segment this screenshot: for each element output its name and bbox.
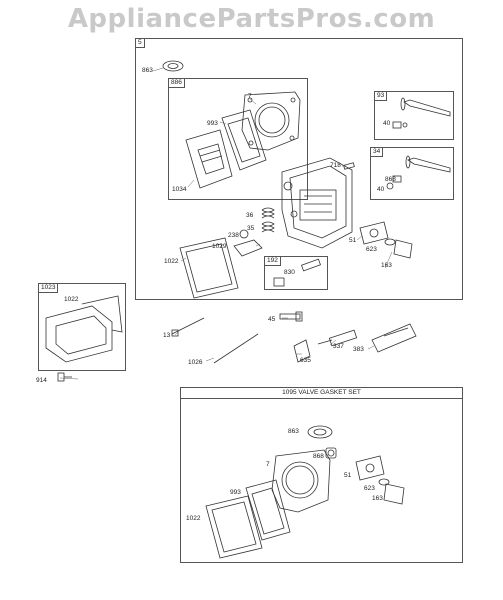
- set-label-1022: 1022: [186, 515, 201, 522]
- gasket-set-title: 1095 VALVE GASKET SET: [180, 388, 463, 399]
- label-718: 718: [330, 162, 341, 169]
- label-914: 914: [36, 377, 47, 384]
- label-830: 830: [284, 269, 295, 276]
- label-1022: 1022: [164, 258, 179, 265]
- cover-box: [38, 283, 126, 371]
- part-914-screw: [57, 372, 72, 382]
- watermark: AppliancePartsPros.com: [67, 4, 436, 34]
- label-623: 623: [366, 246, 377, 253]
- part-13-bolt: [171, 317, 205, 337]
- breather-box: [264, 256, 328, 290]
- label-635: 635: [300, 357, 311, 364]
- label-1029: 1029: [212, 243, 227, 250]
- set-51-gasket: [355, 455, 385, 481]
- part-337-spark-plug: [317, 329, 358, 347]
- set-label-51: 51: [344, 472, 352, 479]
- valve-93-tag: 93: [374, 91, 388, 101]
- gasket-set-box: [180, 387, 463, 563]
- valve-34-box: [370, 147, 454, 200]
- label-1026: 1026: [188, 359, 203, 366]
- label-7: 7: [248, 93, 252, 100]
- set-label-863: 863: [288, 428, 299, 435]
- set-label-623: 623: [364, 485, 375, 492]
- label-993: 993: [207, 120, 218, 127]
- head-gasket-tag: 886: [168, 78, 185, 88]
- label-163: 163: [381, 262, 392, 269]
- part-830-breather: [273, 258, 321, 287]
- head-gasket-box: [168, 78, 308, 200]
- set-993-gasket: [245, 479, 291, 541]
- label-1034: 1034: [172, 186, 187, 193]
- set-163-gasket: [383, 483, 405, 505]
- label-13: 13: [163, 332, 171, 339]
- label-337: 337: [333, 343, 344, 350]
- main-assembly-box: [135, 38, 463, 300]
- label-35: 35: [247, 225, 255, 232]
- valve-93-box: [374, 91, 454, 140]
- set-623-seal: [378, 478, 390, 486]
- label-40-a: 40: [383, 120, 391, 127]
- part-34-valve: [386, 155, 451, 190]
- set-label-7: 7: [266, 461, 270, 468]
- label-51: 51: [349, 237, 357, 244]
- label-45: 45: [268, 316, 276, 323]
- part-51-623-163: [359, 221, 413, 259]
- set-label-868: 868: [313, 453, 324, 460]
- part-863-seal: [162, 60, 184, 72]
- label-868: 868: [385, 176, 396, 183]
- set-label-163: 163: [372, 495, 383, 502]
- label-1022-cover: 1022: [64, 296, 79, 303]
- part-1022-gasket: [179, 237, 239, 299]
- part-1029-rocker: [233, 239, 263, 257]
- part-383-coil: [371, 323, 417, 353]
- part-7-head-gasket: [241, 91, 301, 151]
- cylinder-head: [281, 157, 353, 249]
- breather-tag: 192: [264, 256, 281, 266]
- valve-34-tag: 34: [370, 147, 384, 157]
- part-93-valve: [392, 97, 451, 129]
- label-863: 863: [142, 67, 153, 74]
- label-40-b: 40: [377, 186, 385, 193]
- part-718-pin: [343, 162, 355, 170]
- set-1022-gasket: [205, 495, 263, 559]
- part-45-bolt: [279, 311, 303, 322]
- part-993-gasket: [221, 109, 267, 171]
- part-1026-rod: [213, 333, 259, 364]
- part-36-spring: [261, 207, 275, 219]
- part-35-spring: [261, 221, 275, 233]
- main-assembly-tag: 5: [135, 38, 145, 48]
- part-1023-cover: [45, 295, 123, 363]
- part-1034-plate: [185, 129, 233, 189]
- cover-tag: 1023: [38, 283, 59, 293]
- part-238-cap: [239, 229, 249, 239]
- label-238: 238: [228, 232, 239, 239]
- set-863-seal: [307, 425, 333, 439]
- label-383: 383: [353, 346, 364, 353]
- label-36: 36: [246, 212, 254, 219]
- part-635-fitting: [293, 339, 311, 363]
- set-label-993: 993: [230, 489, 241, 496]
